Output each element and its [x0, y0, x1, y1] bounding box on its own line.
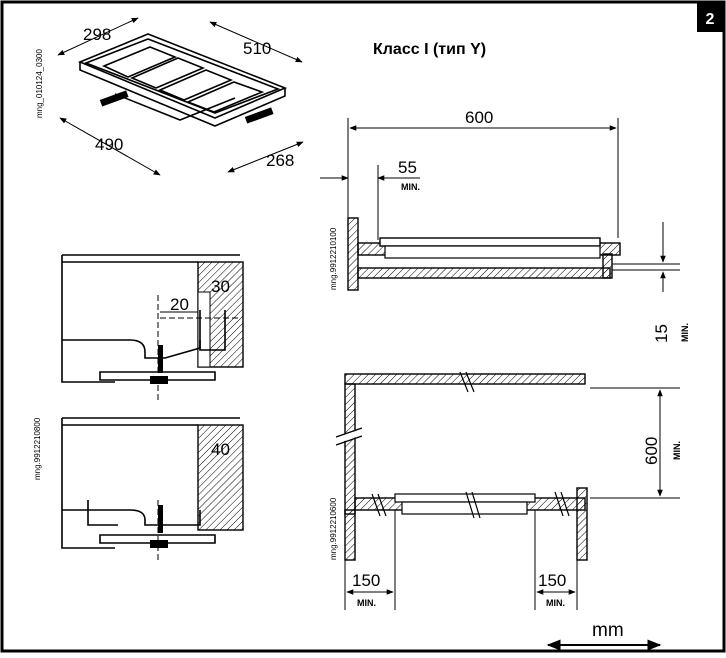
- dim-150-left-min: MIN.: [357, 598, 376, 608]
- dim-600-cabinet: 600: [642, 437, 661, 465]
- page-number: 2: [706, 11, 715, 28]
- dim-298: 298: [83, 25, 111, 44]
- dim-20: 20: [170, 295, 189, 314]
- code-cabinet-view: mng.9912210600: [329, 497, 338, 560]
- diagram-title: Класс I (тип Y): [373, 41, 486, 58]
- units-indicator: mm: [546, 620, 662, 651]
- dim-30: 30: [211, 277, 230, 296]
- hob-isometric: mng_010124_0300 298 510 490 268: [35, 17, 304, 176]
- fixing-clamps-view: mng.9912210800 20 30 40: [33, 254, 244, 562]
- code-fixing-clamps: mng.9912210800: [33, 417, 42, 480]
- dim-15: 15: [652, 324, 671, 343]
- dim-150-right-min: MIN.: [546, 598, 565, 608]
- dim-600-cabinet-min: MIN.: [672, 441, 682, 460]
- dim-600-side: 600: [465, 108, 493, 127]
- page-number-badge: [697, 3, 724, 32]
- dim-55: 55: [398, 158, 417, 177]
- dim-55-min: MIN.: [401, 182, 420, 192]
- dim-40: 40: [211, 440, 230, 459]
- dim-150-left: 150: [352, 571, 380, 590]
- code-side-view: mng.9912210100: [329, 227, 338, 290]
- dim-15-min: MIN.: [680, 323, 690, 342]
- dim-490: 490: [95, 135, 123, 154]
- side-section-view: mng.9912210100 600 55 MIN. 15 MIN.: [320, 108, 690, 343]
- units-label: mm: [592, 620, 624, 641]
- code-hob: mng_010124_0300: [35, 48, 44, 118]
- dim-150-right: 150: [538, 571, 566, 590]
- cabinet-view: mng.9912210600 600 MIN. 150 MIN.: [329, 371, 682, 610]
- dim-268: 268: [266, 151, 294, 170]
- dim-510: 510: [243, 39, 271, 58]
